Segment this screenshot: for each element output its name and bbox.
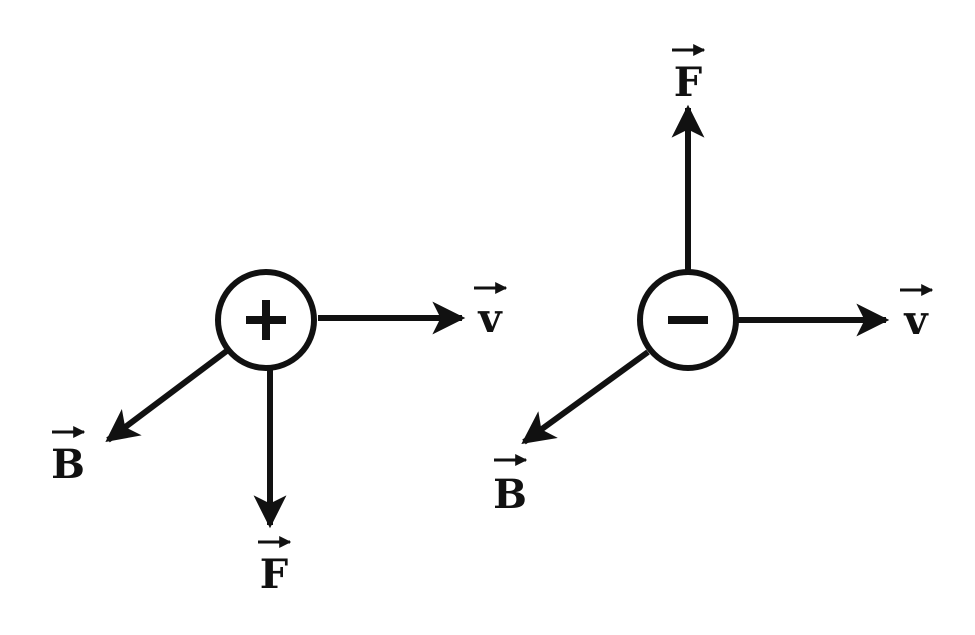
force-label-positive: F (258, 536, 292, 598)
field-label-text: B (493, 471, 527, 518)
field-arrow-positive (105, 347, 230, 443)
positive-charge-sign (246, 300, 286, 340)
velocity-label-positive: v (474, 282, 508, 342)
field-label-text: B (51, 441, 85, 488)
velocity-label-text: v (903, 297, 929, 344)
velocity-label-text: v (477, 295, 503, 342)
velocity-label-negative: v (900, 284, 934, 344)
force-label-text: F (674, 59, 702, 106)
field-arrow-negative (521, 349, 650, 445)
field-label-positive: B (51, 426, 86, 488)
positive-charge-diagram: v B F (51, 269, 508, 598)
negative-charge-diagram: F v B (493, 44, 934, 518)
field-label-negative: B (493, 454, 528, 518)
force-label-text: F (260, 551, 288, 598)
force-label-negative: F (672, 44, 706, 106)
